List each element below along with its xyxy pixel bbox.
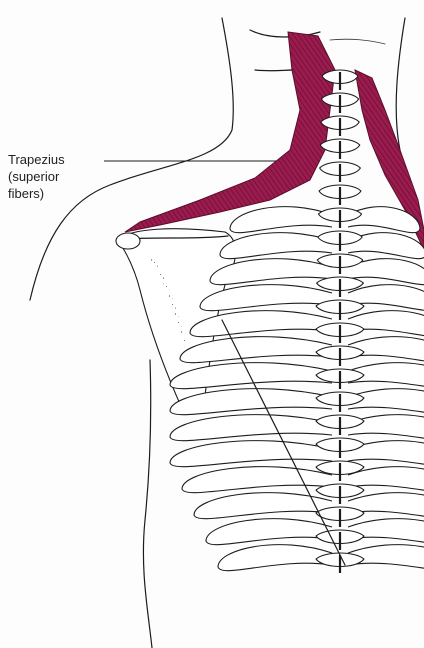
rib (206, 519, 332, 545)
vertebra (316, 530, 364, 550)
rib (230, 207, 332, 233)
vertebra (319, 185, 361, 205)
label-line-1: Trapezius (8, 151, 65, 168)
rib (348, 519, 424, 545)
vertebra (316, 346, 364, 366)
rib (194, 493, 332, 519)
trapezius-label: Trapezius (superior fibers) (8, 151, 65, 202)
vertebra (320, 162, 361, 182)
rib (182, 467, 332, 493)
vertebra (316, 392, 364, 412)
rib (218, 545, 332, 571)
label-line-3: fibers) (8, 185, 65, 202)
label-line-2: (superior (8, 168, 65, 185)
rib (170, 415, 332, 441)
vertebra (320, 139, 360, 159)
rib (220, 233, 332, 259)
vertebra (316, 369, 364, 389)
vertebra (316, 323, 364, 343)
rib (170, 441, 332, 467)
